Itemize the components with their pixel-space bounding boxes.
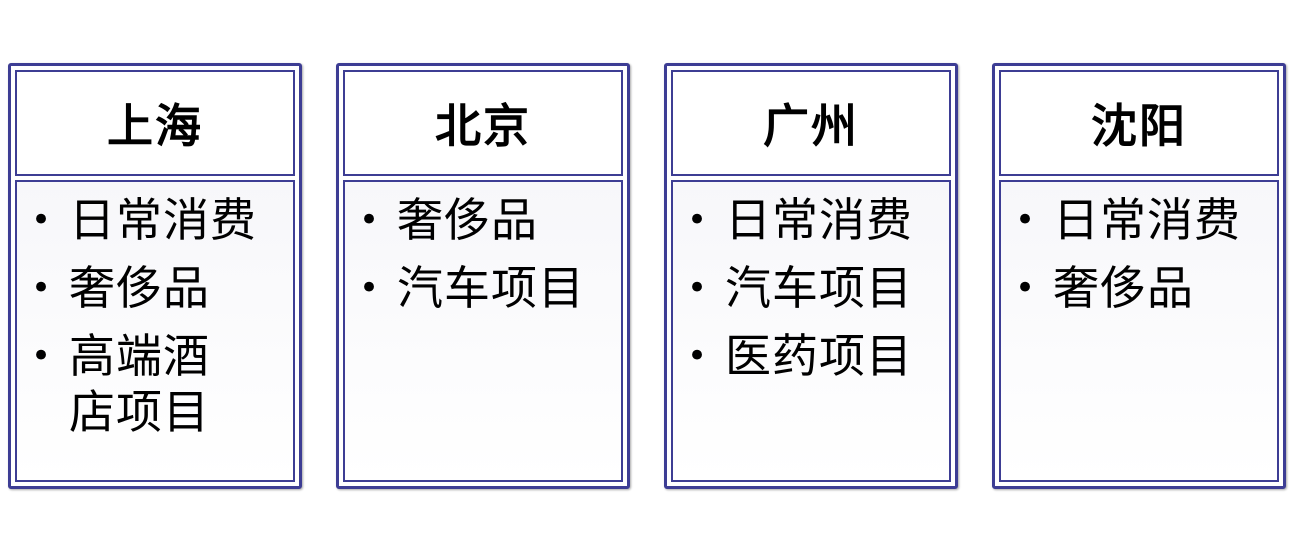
list-item-text: 高端酒店项目 — [69, 329, 210, 439]
list-item-text: 汽车项目 — [725, 261, 913, 315]
bullet-icon: • — [31, 200, 53, 240]
city-card-body: • 日常消费 • 奢侈品 • 高端酒店项目 — [15, 180, 295, 482]
city-card-body: • 日常消费 • 奢侈品 — [999, 180, 1279, 482]
list-item: • 医药项目 — [687, 328, 939, 384]
bullet-icon: • — [687, 268, 709, 308]
list-item: • 奢侈品 — [359, 192, 611, 248]
list-item: • 高端酒店项目 — [31, 328, 243, 440]
city-card-guangzhou: 广州 • 日常消费 • 汽车项目 • 医药项目 — [664, 63, 958, 489]
city-card-shenyang: 沈阳 • 日常消费 • 奢侈品 — [992, 63, 1286, 489]
bullet-icon: • — [687, 200, 709, 240]
city-card-beijing: 北京 • 奢侈品 • 汽车项目 — [336, 63, 630, 489]
city-card-header: 上海 — [15, 70, 295, 176]
list-item: • 奢侈品 — [1015, 260, 1267, 316]
city-title: 广州 — [763, 99, 859, 153]
list-item-text: 医药项目 — [725, 329, 913, 383]
bullet-icon: • — [31, 336, 53, 376]
city-title: 上海 — [107, 99, 203, 153]
bullet-icon: • — [359, 268, 381, 308]
list-item: • 日常消费 — [1015, 192, 1267, 248]
list-item-text: 汽车项目 — [397, 261, 585, 315]
city-card-header: 沈阳 — [999, 70, 1279, 176]
bullet-icon: • — [1015, 268, 1037, 308]
bullet-icon: • — [359, 200, 381, 240]
list-item-text: 奢侈品 — [1053, 261, 1194, 315]
bullet-icon: • — [31, 268, 53, 308]
bullet-icon: • — [1015, 200, 1037, 240]
list-item-text: 日常消费 — [1053, 193, 1241, 247]
list-item: • 日常消费 — [687, 192, 939, 248]
list-item-text: 奢侈品 — [397, 193, 538, 247]
city-card-header: 广州 — [671, 70, 951, 176]
city-title: 沈阳 — [1091, 99, 1187, 153]
city-title: 北京 — [435, 99, 531, 153]
list-item-text: 奢侈品 — [69, 261, 210, 315]
city-card-body: • 日常消费 • 汽车项目 • 医药项目 — [671, 180, 951, 482]
city-card-header: 北京 — [343, 70, 623, 176]
city-card-body: • 奢侈品 • 汽车项目 — [343, 180, 623, 482]
list-item-text: 日常消费 — [725, 193, 913, 247]
list-item-text: 日常消费 — [69, 193, 257, 247]
bullet-icon: • — [687, 336, 709, 376]
list-item: • 日常消费 — [31, 192, 283, 248]
list-item: • 汽车项目 — [359, 260, 611, 316]
list-item: • 汽车项目 — [687, 260, 939, 316]
list-item: • 奢侈品 — [31, 260, 283, 316]
city-card-shanghai: 上海 • 日常消费 • 奢侈品 • 高端酒店项目 — [8, 63, 302, 489]
